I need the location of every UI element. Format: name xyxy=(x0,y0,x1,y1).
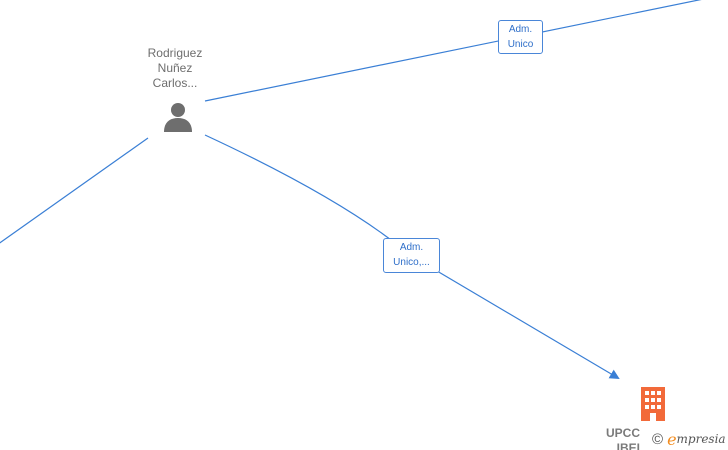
company-name-label[interactable]: UPCC IBEI xyxy=(596,426,640,450)
building-icon[interactable] xyxy=(638,387,668,426)
edge-label-adm-unico-truncated[interactable]: Adm. Unico,... xyxy=(383,238,440,273)
edge-person-to-offscreen-left xyxy=(0,137,149,244)
person-name-label[interactable]: Rodriguez Nuñez Carlos... xyxy=(125,46,225,91)
person-icon[interactable] xyxy=(162,102,194,137)
empresia-watermark: © e mpresia xyxy=(650,428,726,450)
edge-person-to-offscreen-top-right xyxy=(204,0,702,102)
person-name-line-1: Rodriguez xyxy=(147,46,203,60)
copyright-symbol: © xyxy=(652,430,664,448)
edge-label-adm-unico[interactable]: Adm. Unico xyxy=(498,20,543,54)
empresia-logo-text: mpresia xyxy=(676,432,726,446)
edge-label-line-2: Unico,... xyxy=(393,257,430,268)
company-name-line-1: UPCC xyxy=(605,426,640,440)
edge-label-line-2: Unico xyxy=(507,39,534,50)
empresia-logo-initial: e xyxy=(667,429,677,449)
edge-label-line-1: Adm. xyxy=(508,24,533,35)
person-name-line-2: Nuñez xyxy=(157,61,193,75)
person-name-line-3: Carlos... xyxy=(152,76,198,90)
edge-label-line-1: Adm. xyxy=(399,242,424,253)
company-name-line-2: IBEI xyxy=(616,441,640,450)
